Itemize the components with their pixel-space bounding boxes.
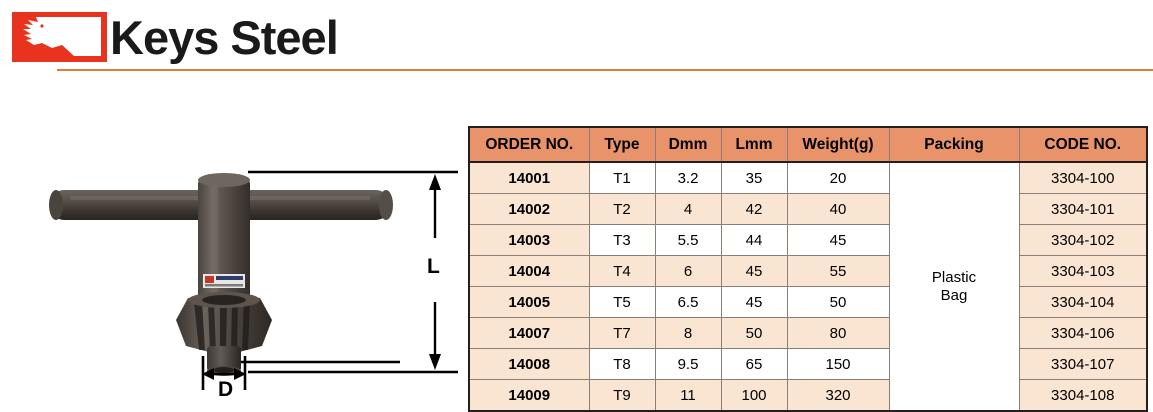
arrow-down-icon [429, 302, 441, 370]
cell-weight: 320 [786, 379, 890, 412]
cell-code-no: 3304-103 [1018, 255, 1148, 287]
cell-lmm: 100 [720, 379, 788, 412]
cell-order-no: 14002 [468, 193, 590, 225]
cell-code-no: 3304-106 [1018, 317, 1148, 349]
cell-code-no: 3304-101 [1018, 193, 1148, 225]
cell-order-no: 14007 [468, 317, 590, 349]
eagle-head-icon [12, 12, 107, 62]
packing-line-1: Plastic [931, 268, 977, 286]
cell-dmm: 3.2 [654, 161, 722, 194]
cell-order-no: 14003 [468, 224, 590, 256]
cell-type: T7 [588, 317, 656, 349]
column-header-code-no: CODE NO. [1018, 126, 1148, 163]
dimension-D [201, 356, 400, 390]
cell-weight: 20 [786, 161, 890, 194]
cell-order-no: 14009 [468, 379, 590, 412]
packing-line-2: Bag [940, 286, 968, 304]
table-header-row: ORDER NO. Type Dmm Lmm Weight(g) Packing… [468, 126, 1148, 163]
cell-lmm: 44 [720, 224, 788, 256]
cell-weight: 150 [786, 348, 890, 380]
cell-lmm: 42 [720, 193, 788, 225]
column-header-weight: Weight(g) [786, 126, 890, 163]
cell-order-no: 14001 [468, 161, 590, 194]
page-title: Keys Steel [110, 11, 339, 64]
cell-lmm: 65 [720, 348, 788, 380]
cell-type: T3 [588, 224, 656, 256]
cell-weight: 50 [786, 286, 890, 318]
cell-dmm: 11 [654, 379, 722, 412]
cell-weight: 55 [786, 255, 890, 287]
cell-code-no: 3304-100 [1018, 161, 1148, 194]
page-header: Keys Steel [0, 0, 1153, 78]
cell-lmm: 35 [720, 161, 788, 194]
cell-dmm: 4 [654, 193, 722, 225]
cell-dmm: 6 [654, 255, 722, 287]
cell-code-no: 3304-102 [1018, 224, 1148, 256]
cell-code-no: 3304-104 [1018, 286, 1148, 318]
cell-type: T5 [588, 286, 656, 318]
cell-code-no: 3304-108 [1018, 379, 1148, 412]
dimension-label-length: L [427, 255, 440, 278]
cell-weight: 45 [786, 224, 890, 256]
cell-weight: 40 [786, 193, 890, 225]
arrow-left-right-icon [202, 368, 246, 380]
column-header-order-no: ORDER NO. [468, 126, 590, 163]
dimension-L [248, 170, 458, 374]
cell-type: T9 [588, 379, 656, 412]
cell-dmm: 5.5 [654, 224, 722, 256]
product-figure: L D [0, 150, 460, 408]
cell-type: T2 [588, 193, 656, 225]
dimension-label-diameter: D [218, 378, 234, 401]
cell-lmm: 45 [720, 286, 788, 318]
cell-dmm: 8 [654, 317, 722, 349]
spec-table: ORDER NO. Type Dmm Lmm Weight(g) Packing… [468, 126, 1148, 412]
cell-type: T8 [588, 348, 656, 380]
column-header-dmm: Dmm [654, 126, 722, 163]
chuck-key-gear [176, 292, 272, 356]
column-header-lmm: Lmm [720, 126, 788, 163]
cell-dmm: 9.5 [654, 348, 722, 380]
arrow-up-icon [429, 174, 441, 238]
cell-code-no: 3304-107 [1018, 348, 1148, 380]
cell-order-no: 14005 [468, 286, 590, 318]
column-header-packing: Packing [888, 126, 1020, 163]
cell-lmm: 50 [720, 317, 788, 349]
cell-type: T1 [588, 161, 656, 194]
title-divider [57, 69, 1153, 71]
product-brand-sticker [203, 274, 245, 288]
column-header-type: Type [588, 126, 656, 163]
cell-type: T4 [588, 255, 656, 287]
cell-weight: 80 [786, 317, 890, 349]
cell-lmm: 45 [720, 255, 788, 287]
spec-table-container: ORDER NO. Type Dmm Lmm Weight(g) Packing… [468, 126, 1148, 412]
cell-dmm: 6.5 [654, 286, 722, 318]
cell-order-no: 14004 [468, 255, 590, 287]
cell-order-no: 14008 [468, 348, 590, 380]
